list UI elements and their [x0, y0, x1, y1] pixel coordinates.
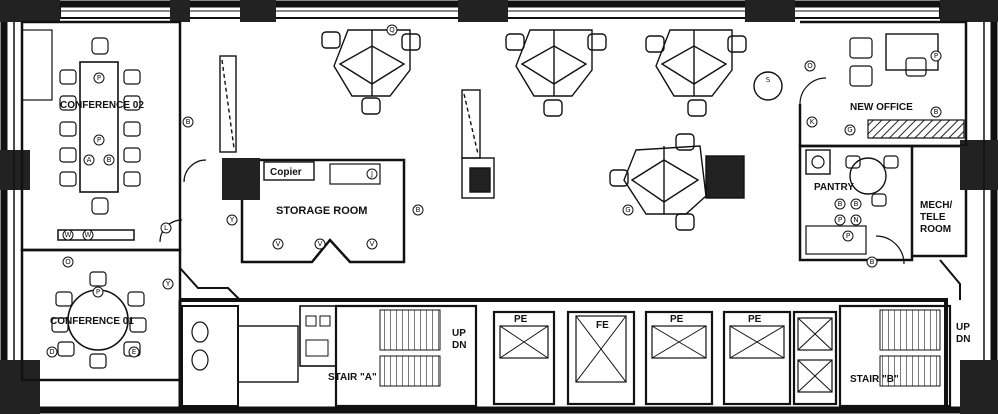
storage-room-tags: J V V V B L Y B [160, 116, 424, 250]
seat-tag: O [807, 62, 813, 70]
mech-tele-room: MECH/ TELE ROOM B [866, 144, 970, 268]
new-office-label: NEW OFFICE [850, 102, 913, 113]
seat-tag: Y [165, 280, 171, 288]
mech-tele-label-2: TELE [920, 212, 946, 223]
seat-tag: S [766, 76, 771, 84]
seat-tag: W [65, 231, 72, 239]
seat-tag: P [97, 74, 101, 82]
seat-tag: V [370, 240, 375, 248]
shaft-label: PE [670, 314, 684, 325]
seat-tag: Y [229, 216, 235, 224]
seat-tag: P [846, 232, 850, 240]
conference-02-chairs [59, 37, 141, 215]
seat-tag: B [838, 200, 843, 208]
shaft-pe-3: PE [722, 310, 792, 406]
seat-tag: B [934, 108, 939, 116]
seat-tag: B [416, 206, 421, 214]
shaft-label: FE [596, 320, 609, 331]
workstation-tags: Q G O S [386, 24, 816, 216]
new-office-room: NEW OFFICE [798, 20, 968, 148]
corridor-walls [179, 250, 961, 301]
shaft-label: PE [514, 314, 528, 325]
pantry-tags: B B P N P [834, 198, 862, 242]
seat-tag: G [625, 206, 630, 214]
seat-tag: L [164, 224, 168, 232]
seat-tag: A [87, 156, 92, 164]
north-arrow-icon [753, 71, 783, 101]
seat-tag: B [107, 156, 112, 164]
shaft-pe-1: PE [492, 310, 556, 406]
stair-a-up: UP [452, 328, 466, 339]
stair-b-dn: DN [956, 334, 970, 345]
new-office-tags: P K G B [806, 50, 942, 136]
building-core [178, 298, 948, 410]
seat-tag: B [854, 200, 859, 208]
open-office-partitions [219, 55, 745, 199]
seat-tag: V [318, 240, 323, 248]
stair-b: STAIR "B" UP DN [838, 304, 970, 408]
conference-01-chairs [51, 271, 147, 369]
workstation-cluster-1 [321, 29, 421, 115]
mech-tele-label-1: MECH/ [920, 200, 952, 211]
seat-tag: Q [389, 26, 395, 34]
stair-a-dn: DN [452, 340, 466, 351]
stair-b-up: UP [956, 322, 970, 333]
seat-tag: B [870, 258, 875, 266]
seat-tag: O [65, 258, 71, 266]
seat-tag: G [847, 126, 852, 134]
seat-tag: P [96, 288, 100, 296]
pantry-room: PANTRY [798, 144, 914, 262]
shaft-small [792, 310, 838, 406]
seat-tag: J [370, 170, 373, 178]
seat-tag: D [49, 348, 54, 356]
storage-room: Copier STORAGE ROOM [159, 158, 406, 264]
stair-a: STAIR "A" UP DN [328, 304, 478, 408]
shaft-label: PE [748, 314, 762, 325]
conference-02-tags: P P A B [83, 72, 115, 166]
copier-label: Copier [270, 167, 302, 178]
pantry-label: PANTRY [814, 182, 854, 193]
conference-02-label: CONFERENCE 02 [60, 100, 144, 111]
conference-01-label: CONFERENCE 01 [50, 316, 134, 327]
seat-tag: E [132, 348, 136, 356]
workstation-cluster-2 [505, 29, 607, 117]
conference-02-wall-strip: W W [57, 229, 135, 241]
stair-b-label: STAIR "B" [850, 374, 899, 385]
shaft-pe-2: PE [644, 310, 714, 406]
mech-tele-label-3: ROOM [920, 224, 951, 235]
seat-tag: P [838, 216, 842, 224]
seat-tag: K [810, 118, 815, 126]
workstation-cluster-4 [609, 133, 707, 231]
seat-tag: V [276, 240, 281, 248]
conference-01-tags: P D E O Y [46, 256, 174, 358]
stair-a-label: STAIR "A" [328, 372, 377, 383]
seat-tag: W [85, 231, 92, 239]
workstation-cluster-3 [645, 29, 747, 117]
conference-01-room: CONFERENCE 01 [20, 248, 182, 382]
seat-tag: P [97, 136, 101, 144]
seat-tag: P [934, 52, 938, 60]
seat-tag: N [853, 216, 858, 224]
seat-tag: B [186, 118, 191, 126]
storage-room-label: STORAGE ROOM [276, 205, 367, 217]
shaft-fe: FE [566, 310, 636, 406]
